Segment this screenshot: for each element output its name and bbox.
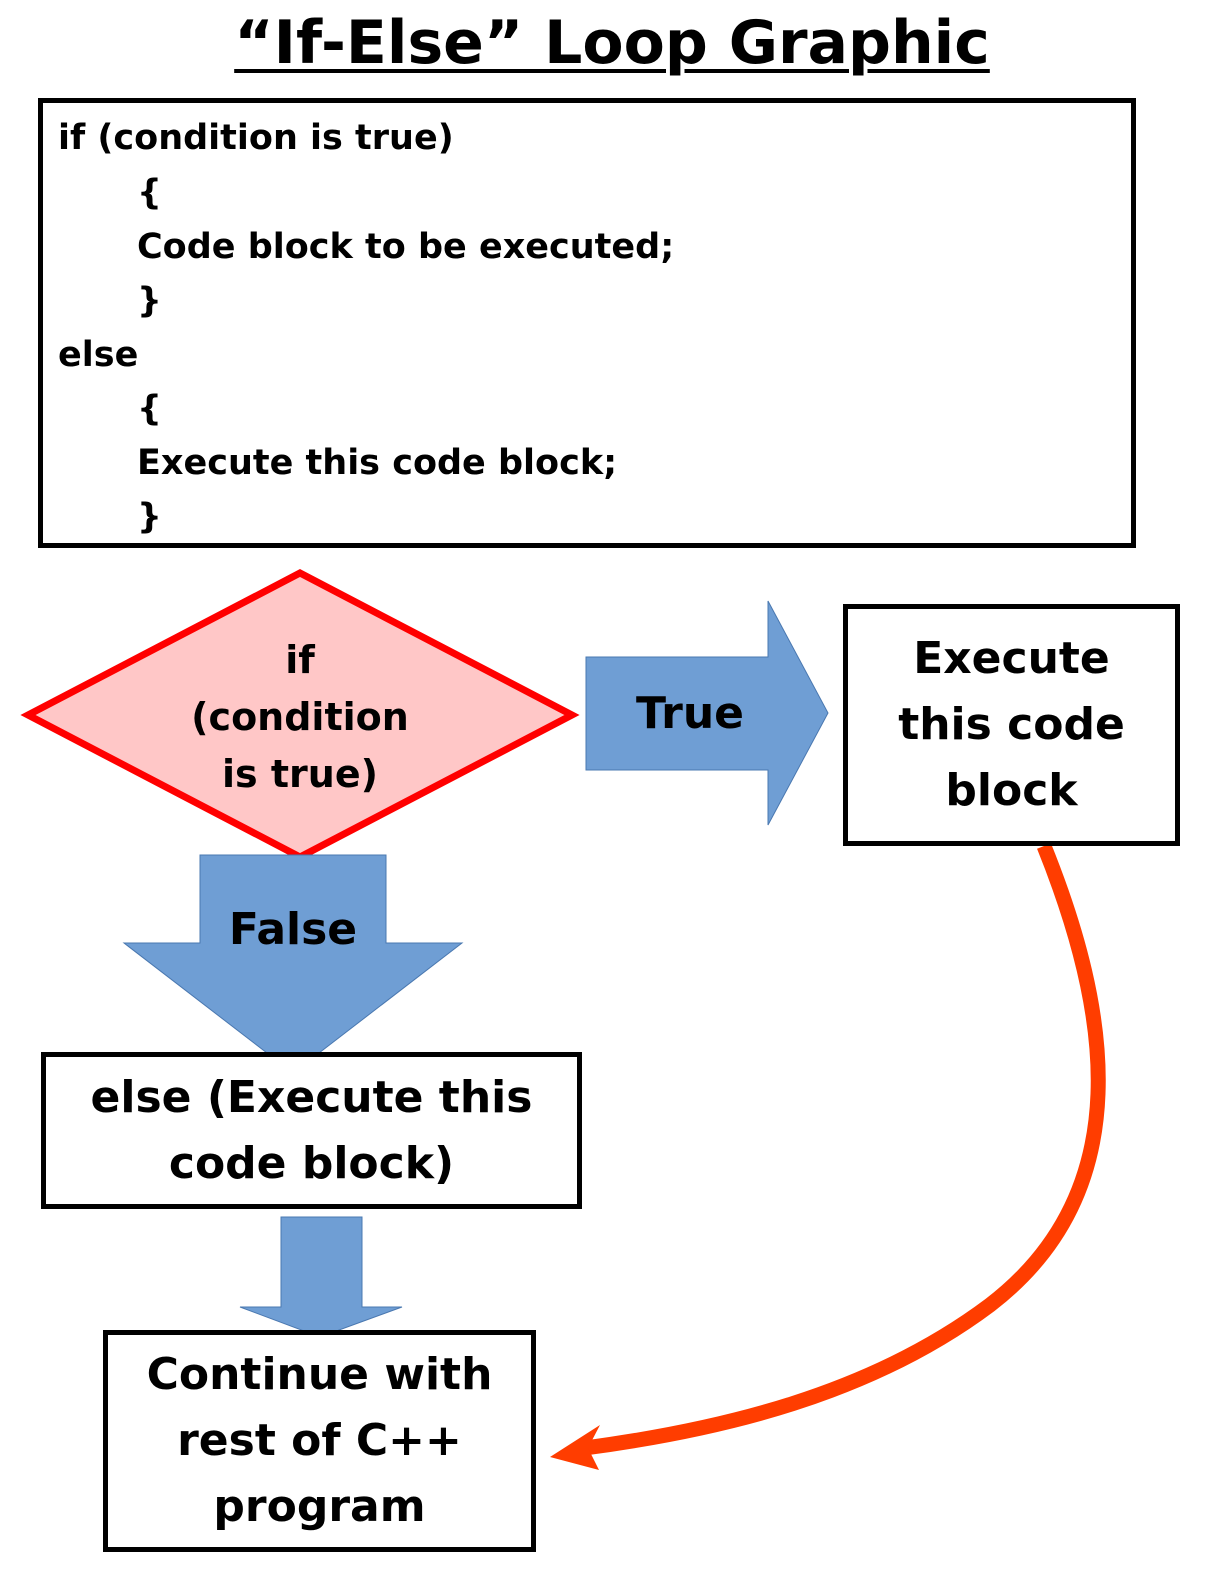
true-branch-box: Execute this code block — [843, 604, 1180, 846]
true-box-line-3: block — [945, 765, 1078, 816]
decision-line-3: is true) — [222, 752, 378, 796]
code-line-if-body: Code block to be executed; — [137, 227, 675, 267]
code-block-box — [38, 98, 1136, 548]
continue-box: Continue with rest of C++ program — [103, 1330, 536, 1552]
true-box-line-2: this code — [898, 699, 1125, 750]
code-line-close-brace-2: } — [137, 497, 162, 537]
true-box-line-1: Execute — [913, 633, 1110, 684]
else-box-line-1: else (Execute this — [90, 1071, 533, 1123]
code-line-else: else — [58, 335, 139, 375]
return-arrow-head — [550, 1425, 600, 1470]
code-line-open-brace-2: { — [137, 389, 162, 429]
code-line-if: if (condition is true) — [58, 118, 454, 158]
page-title: “If-Else” Loop Graphic — [234, 8, 990, 78]
continue-box-line-1: Continue with — [146, 1349, 493, 1400]
continue-box-line-3: program — [213, 1481, 426, 1532]
else-box-line-2: code block) — [168, 1137, 455, 1189]
true-arrow — [585, 600, 829, 826]
code-line-open-brace-1: { — [137, 173, 162, 213]
code-line-close-brace-1: } — [137, 281, 162, 321]
code-line-else-body: Execute this code block; — [137, 443, 618, 483]
false-label: False — [228, 904, 358, 955]
decision-text: if (condition is true) — [150, 632, 450, 803]
continue-arrow — [239, 1216, 403, 1338]
continue-box-line-2: rest of C++ — [177, 1415, 462, 1466]
decision-line-2: (condition — [191, 695, 409, 739]
return-arrow-curve — [584, 843, 1106, 1456]
decision-line-1: if — [285, 638, 315, 682]
true-label: True — [635, 688, 745, 739]
else-branch-box: else (Execute this code block) — [41, 1052, 582, 1209]
false-arrow — [122, 854, 464, 1074]
